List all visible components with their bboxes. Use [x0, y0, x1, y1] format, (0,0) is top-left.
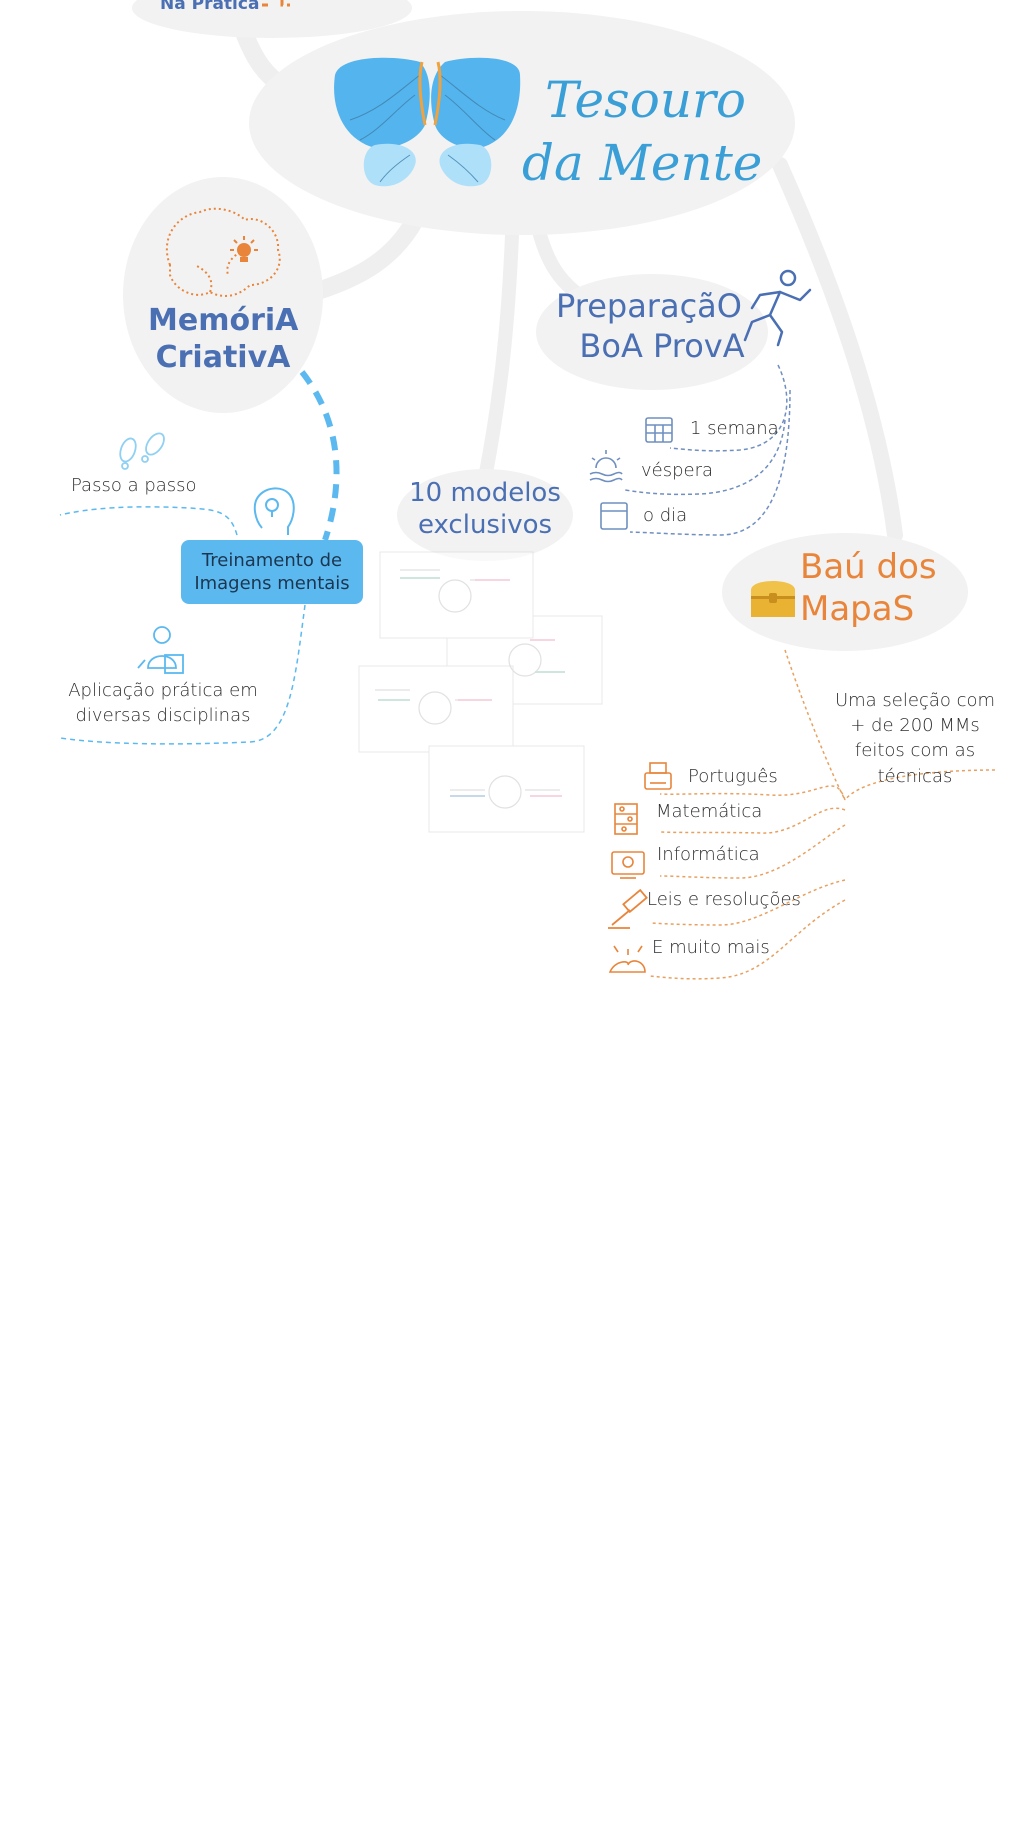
bau-item-matematica[interactable]: Matemática [656, 801, 763, 822]
bau-item-portugues[interactable]: Português [688, 766, 778, 787]
treinamento-line2: Imagens mentais [194, 573, 350, 594]
aplicacao-pratica-label[interactable]: Aplicação prática em diversas disciplina… [68, 680, 258, 727]
treinamento-node[interactable]: Treinamento de Imagens mentais [181, 540, 363, 604]
thumbnail-3 [358, 665, 514, 753]
bau-title-line2: MapaS [800, 589, 915, 629]
bau-title-line1: Baú dos [800, 547, 937, 587]
bau-item-muito-mais[interactable]: E muito mais [652, 937, 770, 958]
treinamento-branches [59, 506, 306, 745]
treasure-chest-icon [751, 581, 795, 617]
connector-preparacao [533, 228, 582, 299]
model-thumbnails [358, 551, 603, 833]
bau-item-leis[interactable]: Leis e resoluções [647, 889, 801, 910]
calendar-icon [600, 502, 628, 530]
passo-a-passo-label[interactable]: Passo a passo [71, 475, 197, 496]
bau-branches [649, 649, 996, 980]
memoria-title-line2: CriativA [155, 340, 291, 375]
preparacao-title-line2: BoA ProvA [579, 327, 745, 365]
bau-description: Uma seleção com + de 200 MMs feitos com … [834, 690, 996, 787]
central-title-line2: da Mente [522, 134, 763, 192]
thumbnail-1 [379, 551, 534, 639]
gavel-icon [608, 888, 648, 929]
runner-icon [743, 269, 812, 347]
memoria-title-line1: MemóriA [148, 303, 299, 338]
bau-item-informatica[interactable]: Informática [657, 844, 760, 865]
memoria-treinamento-connector [299, 370, 340, 541]
bau-bubble[interactable] [722, 533, 968, 651]
connector-modelos [478, 228, 519, 485]
footprints-icon [119, 432, 165, 470]
butterfly-logo-icon [334, 57, 521, 187]
computer-icon [611, 851, 645, 879]
teacher-icon [137, 626, 184, 674]
central-title-line1: Tesouro [545, 71, 747, 129]
na-pratica-label: Na Prática [160, 0, 260, 14]
modelos-title-line1: 10 modelos [409, 478, 561, 508]
brain-icon [165, 207, 281, 297]
lightbulb-icon [230, 236, 258, 262]
abacus-icon [614, 803, 638, 835]
preparacao-item-vespera[interactable]: véspera [641, 460, 714, 481]
preparacao-bubble[interactable] [536, 274, 768, 390]
na-pratica-bubble[interactable] [132, 0, 412, 38]
preparacao-title-line1: PreparaçãO [556, 287, 742, 325]
sunset-icon [589, 450, 623, 483]
connector-memoria [306, 211, 424, 301]
memoria-bubble[interactable] [123, 177, 323, 413]
modelos-title-line2: exclusivos [417, 510, 553, 540]
treinamento-line1: Treinamento de [201, 549, 343, 571]
preparacao-item-o-dia[interactable]: o dia [643, 505, 688, 526]
modelos-bubble[interactable] [397, 469, 573, 561]
thumbnail-4 [428, 745, 585, 833]
preparacao-branches [624, 364, 791, 536]
typewriter-icon [644, 762, 672, 790]
preparacao-item-1-semana[interactable]: 1 semana [690, 418, 779, 439]
open-book-icon [608, 945, 646, 973]
calendar-grid-icon [645, 417, 673, 443]
top-fragment-icon [262, 0, 290, 7]
head-lightbulb-icon [253, 487, 295, 535]
connector-bau [772, 157, 903, 543]
